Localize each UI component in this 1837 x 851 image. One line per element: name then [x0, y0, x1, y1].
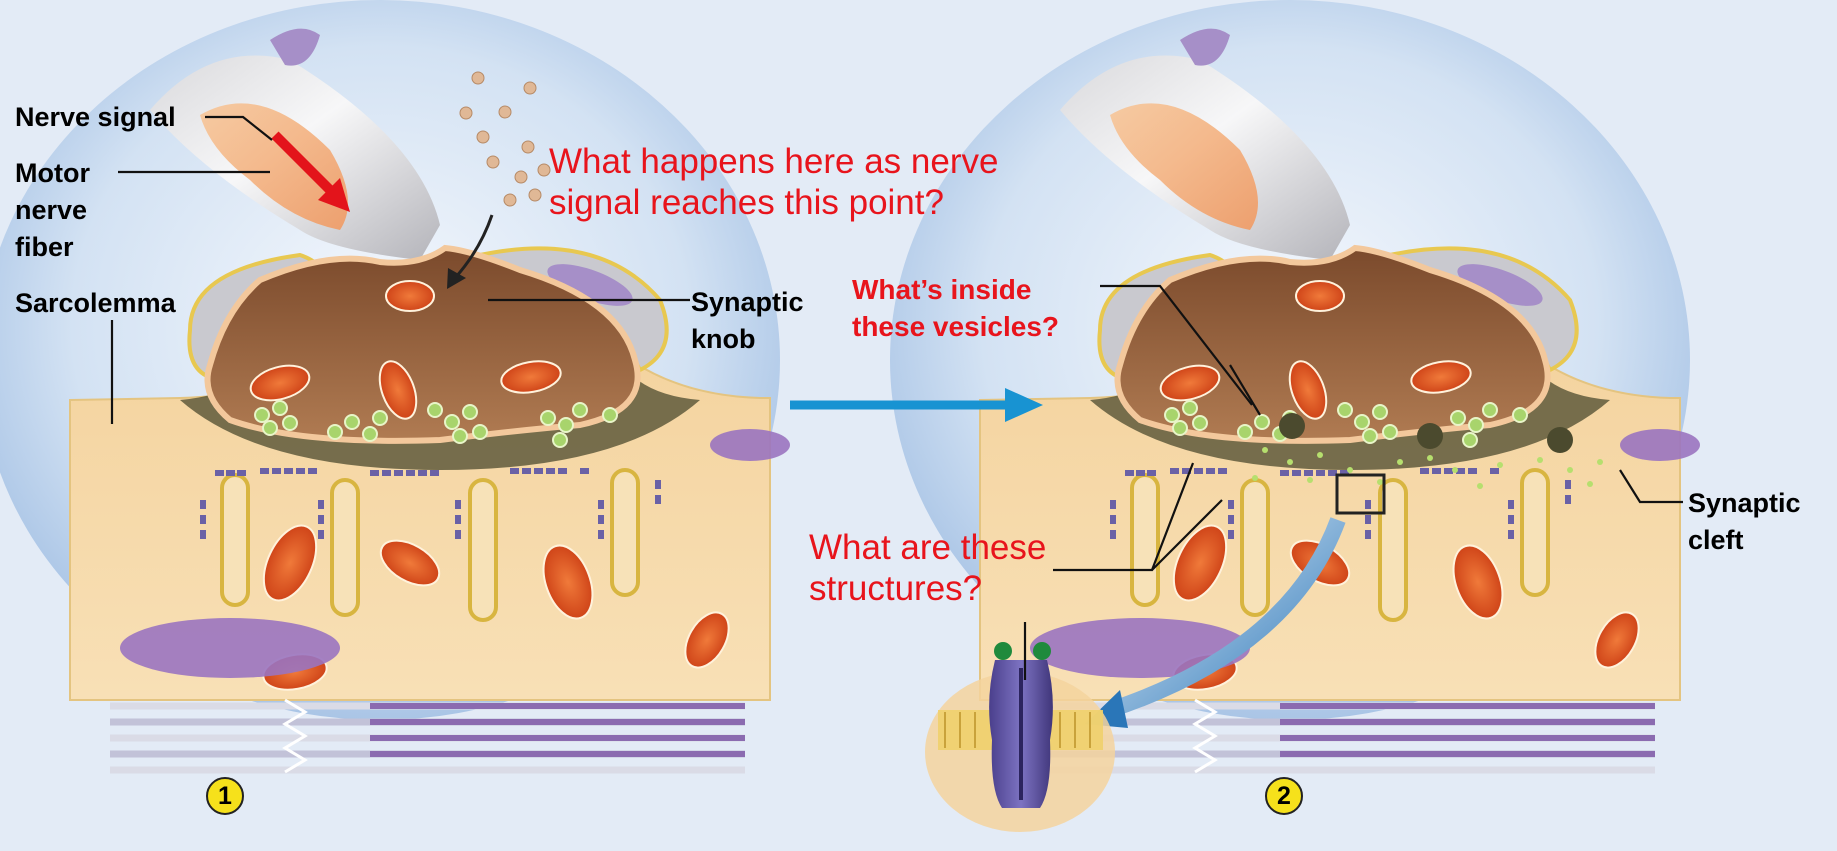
step-2-badge: 2 — [1265, 777, 1303, 815]
question-nerve-signal-line-1: What happens here as nerve — [549, 141, 998, 182]
question-nerve-signal: What happens here as nerve signal reache… — [549, 141, 998, 223]
synaptic-knob-label: Synaptic knob — [691, 284, 804, 358]
synaptic-knob-line-1: Synaptic — [691, 284, 804, 321]
motor-nerve-fiber-line-1: Motor — [15, 155, 90, 192]
motor-nerve-fiber-line-2: nerve — [15, 192, 90, 229]
synaptic-cleft-label: Synaptic cleft — [1688, 485, 1801, 559]
motor-nerve-fiber-label: Motor nerve fiber — [15, 155, 90, 266]
step-1-badge: 1 — [206, 777, 244, 815]
motor-nerve-fiber-line-3: fiber — [15, 229, 90, 266]
question-vesicles-line-1: What’s inside — [852, 271, 1059, 308]
question-vesicles: What’s inside these vesicles? — [852, 271, 1059, 345]
synaptic-cleft-line-2: cleft — [1688, 522, 1801, 559]
question-nerve-signal-line-2: signal reaches this point? — [549, 182, 998, 223]
question-structures-line-2: structures? — [809, 568, 1046, 609]
junction-panel-2 — [890, 0, 1700, 772]
question-structures-line-1: What are these — [809, 527, 1046, 568]
sarcolemma-label: Sarcolemma — [15, 285, 176, 322]
nerve-signal-label: Nerve signal — [15, 99, 176, 136]
synaptic-cleft-line-1: Synaptic — [1688, 485, 1801, 522]
question-vesicles-line-2: these vesicles? — [852, 308, 1059, 345]
synaptic-knob-line-2: knob — [691, 321, 804, 358]
question-structures: What are these structures? — [809, 527, 1046, 609]
